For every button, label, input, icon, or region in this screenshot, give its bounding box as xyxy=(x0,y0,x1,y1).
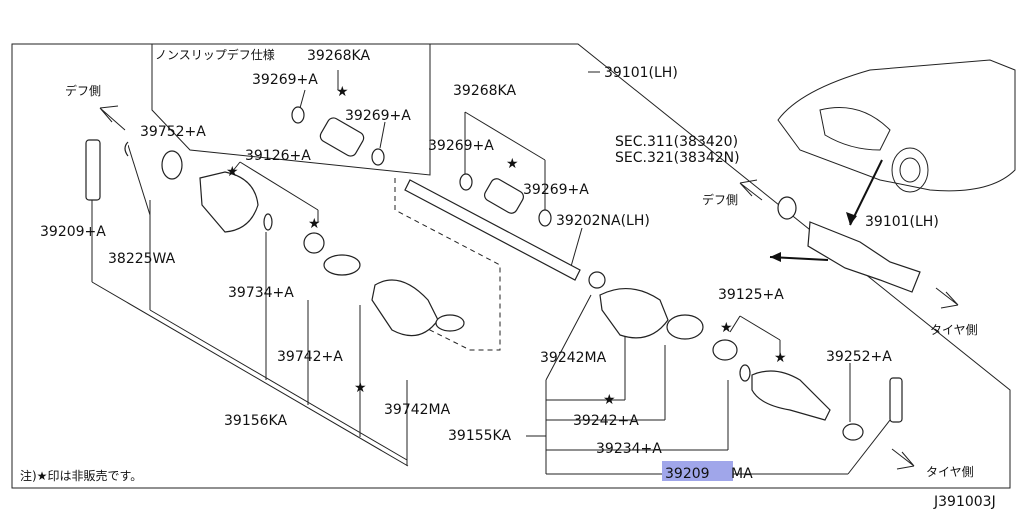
part-39202NA-shaft-shape xyxy=(404,179,581,281)
part-38225WA-shape xyxy=(124,141,129,157)
part-39734A-shape xyxy=(263,213,273,231)
part-39242A-clamp-shape xyxy=(666,314,704,340)
part-39209MA-shape xyxy=(889,377,903,423)
part-39209A-shape xyxy=(85,139,101,201)
part-39752A-shape xyxy=(161,150,183,180)
arrow-tire-side-car xyxy=(935,287,959,309)
band-shape-3 xyxy=(459,173,473,191)
note-non-sale: 注)★印は非販売です。 xyxy=(20,468,142,483)
label-39209MA-number[interactable]: 39209 xyxy=(665,466,710,482)
star-marks: ★ ★ ★ ★ ★ ★ ★ ★ xyxy=(226,84,787,408)
label-39101-lh-top[interactable]: 39101(LH) xyxy=(604,65,678,81)
band-shape-1 xyxy=(291,106,305,124)
part-39126A-shape xyxy=(199,171,259,233)
label-39734A[interactable]: 39734+A xyxy=(228,285,294,301)
label-39202NA-lh[interactable]: 39202NA(LH) xyxy=(556,213,650,229)
tripod-shape-left xyxy=(303,232,325,254)
label-39209A[interactable]: 39209+A xyxy=(40,224,106,240)
star-mark: ★ xyxy=(354,380,367,396)
label-39269A-upper-right[interactable]: 39269+A xyxy=(345,108,411,124)
label-39742MA[interactable]: 39742MA xyxy=(384,402,451,418)
star-mark: ★ xyxy=(506,156,519,172)
part-39156KA-boot-shape xyxy=(371,279,439,337)
arrow-def-side-car xyxy=(739,179,763,201)
label-39752A[interactable]: 39752+A xyxy=(140,124,206,140)
part-39742A-clamp-shape xyxy=(323,254,361,276)
band-shape-2 xyxy=(371,148,385,166)
star-mark: ★ xyxy=(774,350,787,366)
label-39268KA-lower[interactable]: 39268KA xyxy=(453,83,516,99)
label-39268KA-upper[interactable]: 39268KA xyxy=(307,48,370,64)
label-nonslip-spec: ノンスリップデフ仕様 xyxy=(155,47,275,62)
vehicle-illustration xyxy=(777,59,1016,293)
part-39155KA-outer-joint-shape xyxy=(751,370,831,421)
part-39252A-shape xyxy=(842,423,864,441)
label-sec311[interactable]: SEC.311(383420) xyxy=(615,134,738,150)
arrow-def-side-top xyxy=(99,105,126,131)
label-39125A[interactable]: 39125+A xyxy=(718,287,784,303)
drawing-code: J391003J xyxy=(933,494,996,510)
label-tire-side-car: タイヤ側 xyxy=(930,323,978,337)
label-def-side-top: デフ側 xyxy=(65,83,101,98)
assembly-dashed-outline xyxy=(394,178,501,351)
label-38225WA[interactable]: 38225WA xyxy=(108,251,176,267)
nonslip-box xyxy=(151,44,431,176)
label-39126A[interactable]: 39126+A xyxy=(245,148,311,164)
star-mark: ★ xyxy=(720,320,733,336)
damper-shape-upper xyxy=(319,117,365,157)
label-39242A[interactable]: 39242+A xyxy=(573,413,639,429)
arrow-tire-side-bottom xyxy=(891,448,915,470)
label-tire-side-bottom: タイヤ側 xyxy=(926,465,974,479)
label-39155KA[interactable]: 39155KA xyxy=(448,428,511,444)
part-shapes xyxy=(85,106,903,441)
part-labels: ノンスリップデフ仕様 39268KA 39269+A 39269+A 39101… xyxy=(20,47,996,510)
band-shape-5 xyxy=(588,271,606,289)
leader-lines xyxy=(91,70,891,475)
label-sec321[interactable]: SEC.321(38342N) xyxy=(615,150,740,166)
label-39209MA-suffix[interactable]: MA xyxy=(731,466,753,482)
star-mark: ★ xyxy=(226,164,239,180)
part-39242MA-boot-shape xyxy=(599,287,669,339)
star-mark: ★ xyxy=(308,216,321,232)
part-39742MA-clamp-shape xyxy=(435,314,465,332)
label-39101-lh-car[interactable]: 39101(LH) xyxy=(865,214,939,230)
outer-frame xyxy=(11,43,1011,489)
label-39242MA[interactable]: 39242MA xyxy=(540,350,607,366)
damper-shape-lower xyxy=(484,178,524,214)
part-39234A-shape xyxy=(739,364,751,382)
label-39269A-upper-left[interactable]: 39269+A xyxy=(252,72,318,88)
label-def-side-car: デフ側 xyxy=(702,192,738,207)
label-39156KA[interactable]: 39156KA xyxy=(224,413,287,429)
label-39742A[interactable]: 39742+A xyxy=(277,349,343,365)
label-39269A-lower-right[interactable]: 39269+A xyxy=(523,182,589,198)
label-39269A-lower-left[interactable]: 39269+A xyxy=(428,138,494,154)
tripod-shape-right xyxy=(712,339,738,361)
band-shape-4 xyxy=(538,209,552,227)
star-mark: ★ xyxy=(603,392,616,408)
star-mark: ★ xyxy=(336,84,349,100)
direction-arrows xyxy=(99,105,959,470)
label-39234A[interactable]: 39234+A xyxy=(596,441,662,457)
highlight-39209MA xyxy=(662,461,733,481)
label-39252A[interactable]: 39252+A xyxy=(826,349,892,365)
